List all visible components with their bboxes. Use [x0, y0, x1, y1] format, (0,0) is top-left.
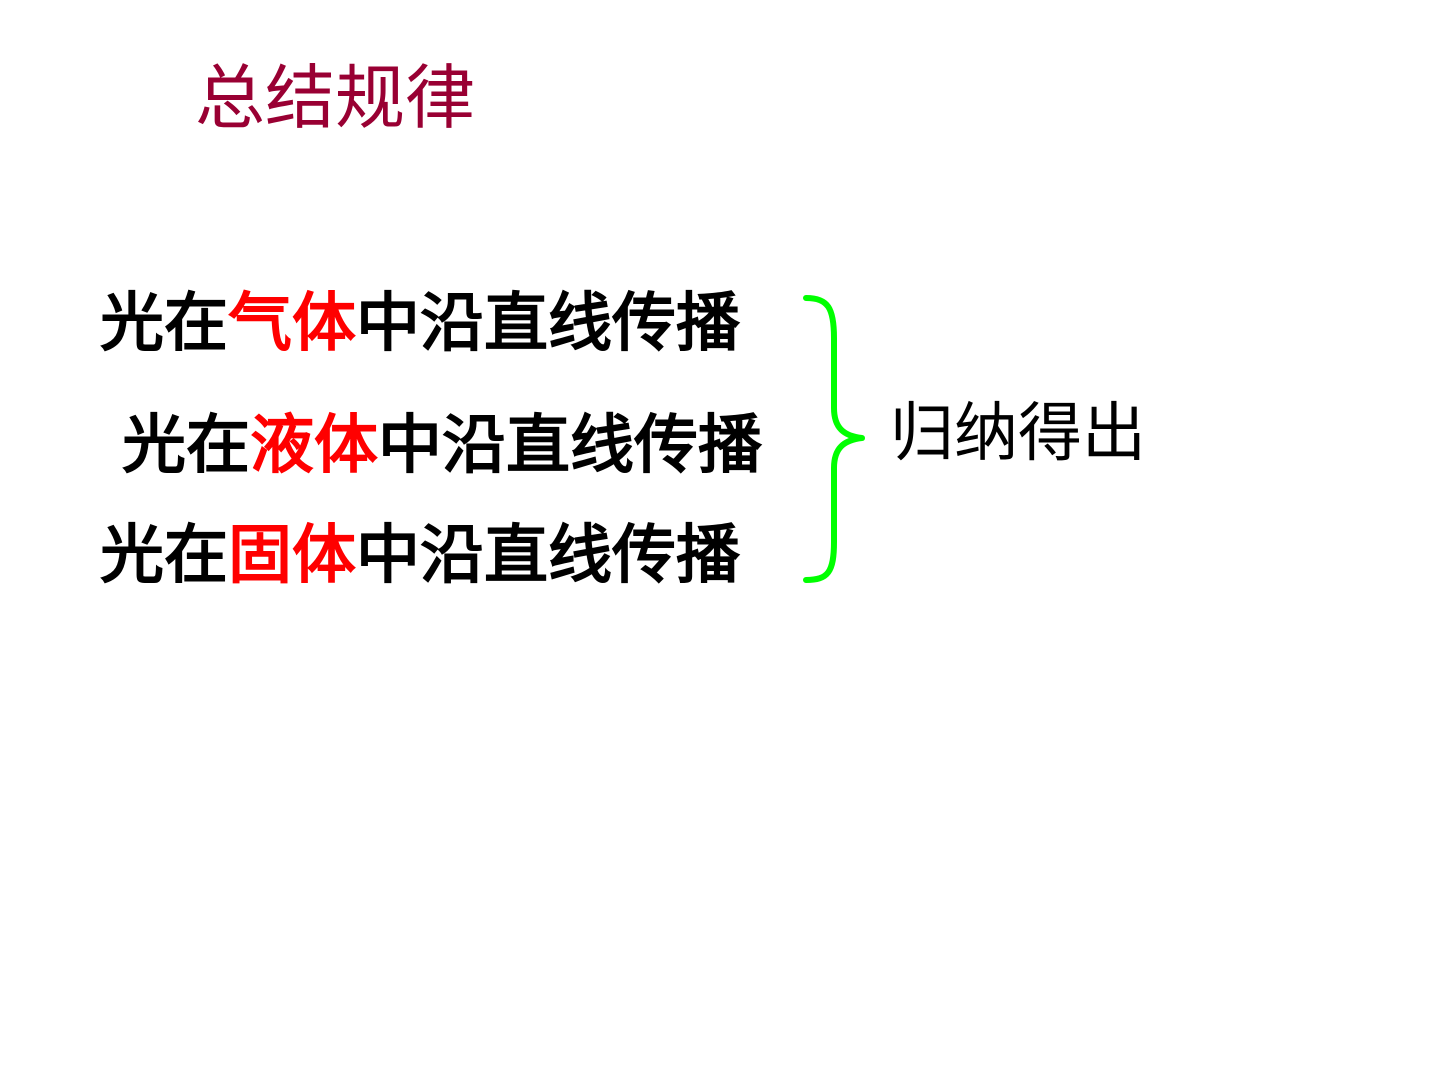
- statement-gas: 光在气体中沿直线传播: [100, 286, 740, 362]
- statement-liquid: 光在液体中沿直线传播: [122, 408, 762, 484]
- medium-solid: 固体: [228, 519, 356, 593]
- statement-suffix: 中沿直线传播: [356, 287, 740, 361]
- brace-path: [803, 295, 865, 583]
- statement-prefix: 光在: [100, 519, 228, 593]
- slide-title: 总结规律: [195, 57, 475, 139]
- statement-prefix: 光在: [100, 287, 228, 361]
- medium-gas: 气体: [228, 287, 356, 361]
- statement-suffix: 中沿直线传播: [378, 409, 762, 483]
- medium-liquid: 液体: [250, 409, 378, 483]
- statement-prefix: 光在: [122, 409, 250, 483]
- statement-solid: 光在固体中沿直线传播: [100, 518, 740, 594]
- right-brace-icon: [803, 295, 865, 583]
- statement-suffix: 中沿直线传播: [356, 519, 740, 593]
- conclusion-text: 归纳得出: [890, 397, 1146, 471]
